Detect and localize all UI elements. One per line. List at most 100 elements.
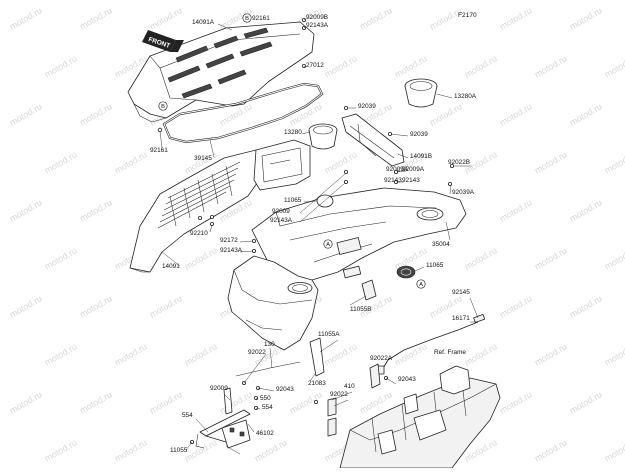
part-label: 92009 [272, 208, 290, 215]
part-label: 92039 [358, 103, 376, 110]
part-label: 21083 [308, 380, 326, 387]
callout-marker: B [158, 101, 168, 111]
watermark-text: motod.ru [533, 341, 569, 367]
part-label: 92009A [402, 166, 425, 173]
part-label: 92145 [452, 289, 470, 296]
watermark-text: motod.ru [463, 53, 499, 79]
part-label: 92210 [190, 230, 208, 237]
leader-line [247, 423, 255, 433]
leader-line [223, 393, 231, 401]
watermark-text: motod.ru [533, 149, 569, 175]
leader-line [397, 153, 409, 159]
watermark-text: motod.ru [78, 389, 114, 415]
leader-line [299, 182, 346, 223]
leader-line [209, 139, 215, 158]
leader-line [299, 173, 346, 214]
part-label: 14091A [192, 19, 215, 26]
watermark-text: motod.ru [533, 53, 569, 79]
leader-line [396, 170, 401, 173]
part-label: 11055B [350, 306, 372, 313]
watermark-text: motod.ru [568, 389, 604, 415]
leader-line [303, 18, 306, 21]
part-label: 92161 [150, 147, 168, 154]
part-label: 14091B [410, 153, 432, 160]
bracket-11055b [361, 279, 377, 301]
watermark-text: motod.ru [463, 341, 499, 367]
watermark-text: motod.ru [603, 245, 625, 271]
leader-line [385, 377, 397, 385]
watermark-text: motod.ru [393, 341, 429, 367]
cup-holder-lower [308, 123, 338, 150]
watermark-text: motod.ru [148, 5, 184, 31]
leader-line [309, 373, 316, 382]
front-direction-badge: FRONT [142, 30, 184, 52]
part-label: 92022 [248, 349, 266, 356]
part-label: 92022 [330, 391, 348, 398]
part-label: 13280 [284, 129, 302, 136]
leader-line [414, 266, 425, 272]
part-label: 39145 [194, 155, 212, 162]
watermark-text: motod.ru [603, 149, 625, 175]
part-label: 92009B [306, 14, 328, 21]
part-label: 11065 [426, 262, 444, 269]
part-label: 92022B [448, 159, 470, 166]
cable-16171 [377, 314, 486, 375]
center-bracket [341, 113, 405, 167]
callout-circle [323, 239, 333, 249]
leader-line [195, 418, 209, 433]
leader-line [303, 65, 306, 68]
watermark-text: motod.ru [568, 293, 604, 319]
watermark-text: motod.ru [218, 389, 254, 415]
part-label: 92172 [220, 237, 238, 244]
callout-circle [242, 13, 252, 23]
callout-letter: A [326, 242, 330, 248]
watermark-text: motod.ru [78, 293, 114, 319]
part-label: 92039 [410, 131, 428, 138]
part-label: 92039A [452, 189, 475, 196]
leader-line [255, 407, 261, 410]
part-label: 92161 [252, 15, 270, 22]
leader-line [449, 184, 452, 195]
part-label: 554 [182, 412, 193, 419]
leader-line [239, 240, 254, 243]
part-label: 130 [264, 341, 275, 348]
part-label: 92143A [306, 22, 329, 29]
watermark-text: motod.ru [43, 437, 79, 463]
watermark-text: motod.ru [393, 53, 429, 79]
leader-line [349, 295, 367, 306]
leader-line [319, 339, 339, 353]
leader-line [159, 130, 163, 149]
part-label: 92043 [276, 386, 294, 393]
leader-line [269, 347, 273, 369]
part-label: 92022A [370, 355, 393, 362]
leader-line [255, 397, 259, 401]
watermark-text: motod.ru [78, 197, 114, 223]
callout-marker: B [242, 13, 252, 23]
leader-line [301, 131, 311, 135]
part-label: 27012 [306, 62, 324, 69]
callout-letter: B [245, 16, 249, 22]
watermark-text: motod.ru [463, 245, 499, 271]
watermark-text: motod.ru [253, 437, 289, 463]
roof-panel [127, 21, 315, 123]
watermark-text: motod.ru [498, 389, 534, 415]
watermark-text: motod.ru [568, 197, 604, 223]
leader-line [161, 251, 181, 267]
watermark-text: motod.ru [568, 101, 604, 127]
leader-line [445, 221, 451, 241]
leader-line [436, 93, 453, 99]
watermark-text: motod.ru [8, 389, 44, 415]
watermark-text: motod.ru [8, 101, 44, 127]
leader-line [303, 26, 306, 29]
leader-line [396, 170, 407, 173]
part-label: 92009 [210, 385, 228, 392]
part-label: 92143 [384, 177, 402, 184]
watermark-text: motod.ru [183, 341, 219, 367]
leader-line [257, 387, 275, 392]
callout-letter: B [161, 104, 165, 110]
part-label: 92043 [398, 376, 416, 383]
